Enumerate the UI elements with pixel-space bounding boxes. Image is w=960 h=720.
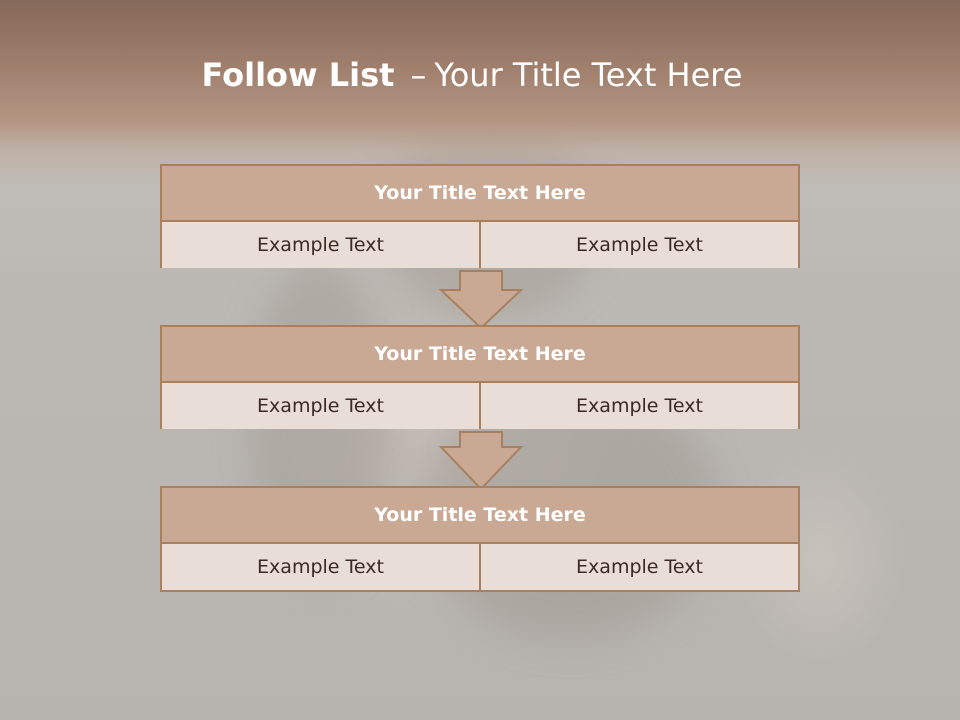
slide-title-bold: Follow List xyxy=(201,56,395,94)
list-block-cell-left: Example Text xyxy=(162,544,481,590)
list-block-title: Your Title Text Here xyxy=(162,488,798,544)
list-block-title: Your Title Text Here xyxy=(162,166,798,222)
slide-title-subtitle: Your Title Text Here xyxy=(434,56,743,94)
list-block-2: Your Title Text Here Example Text Exampl… xyxy=(160,325,800,429)
list-block-row: Example Text Example Text xyxy=(162,383,798,429)
list-block-cell-left: Example Text xyxy=(162,383,481,429)
header-band xyxy=(0,0,960,185)
list-block-row: Example Text Example Text xyxy=(162,544,798,590)
list-block-row: Example Text Example Text xyxy=(162,222,798,268)
list-block-1: Your Title Text Here Example Text Exampl… xyxy=(160,164,800,268)
list-block-3: Your Title Text Here Example Text Exampl… xyxy=(160,486,800,592)
list-block-title: Your Title Text Here xyxy=(162,327,798,383)
list-block-cell-right: Example Text xyxy=(481,222,798,268)
list-block-cell-left: Example Text xyxy=(162,222,481,268)
down-arrow-icon xyxy=(438,270,524,330)
list-block-cell-right: Example Text xyxy=(481,383,798,429)
slide-title: Follow List–Your Title Text Here xyxy=(0,56,944,94)
slide-title-dash: – xyxy=(410,56,427,94)
list-block-cell-right: Example Text xyxy=(481,544,798,590)
down-arrow-icon xyxy=(438,431,524,491)
